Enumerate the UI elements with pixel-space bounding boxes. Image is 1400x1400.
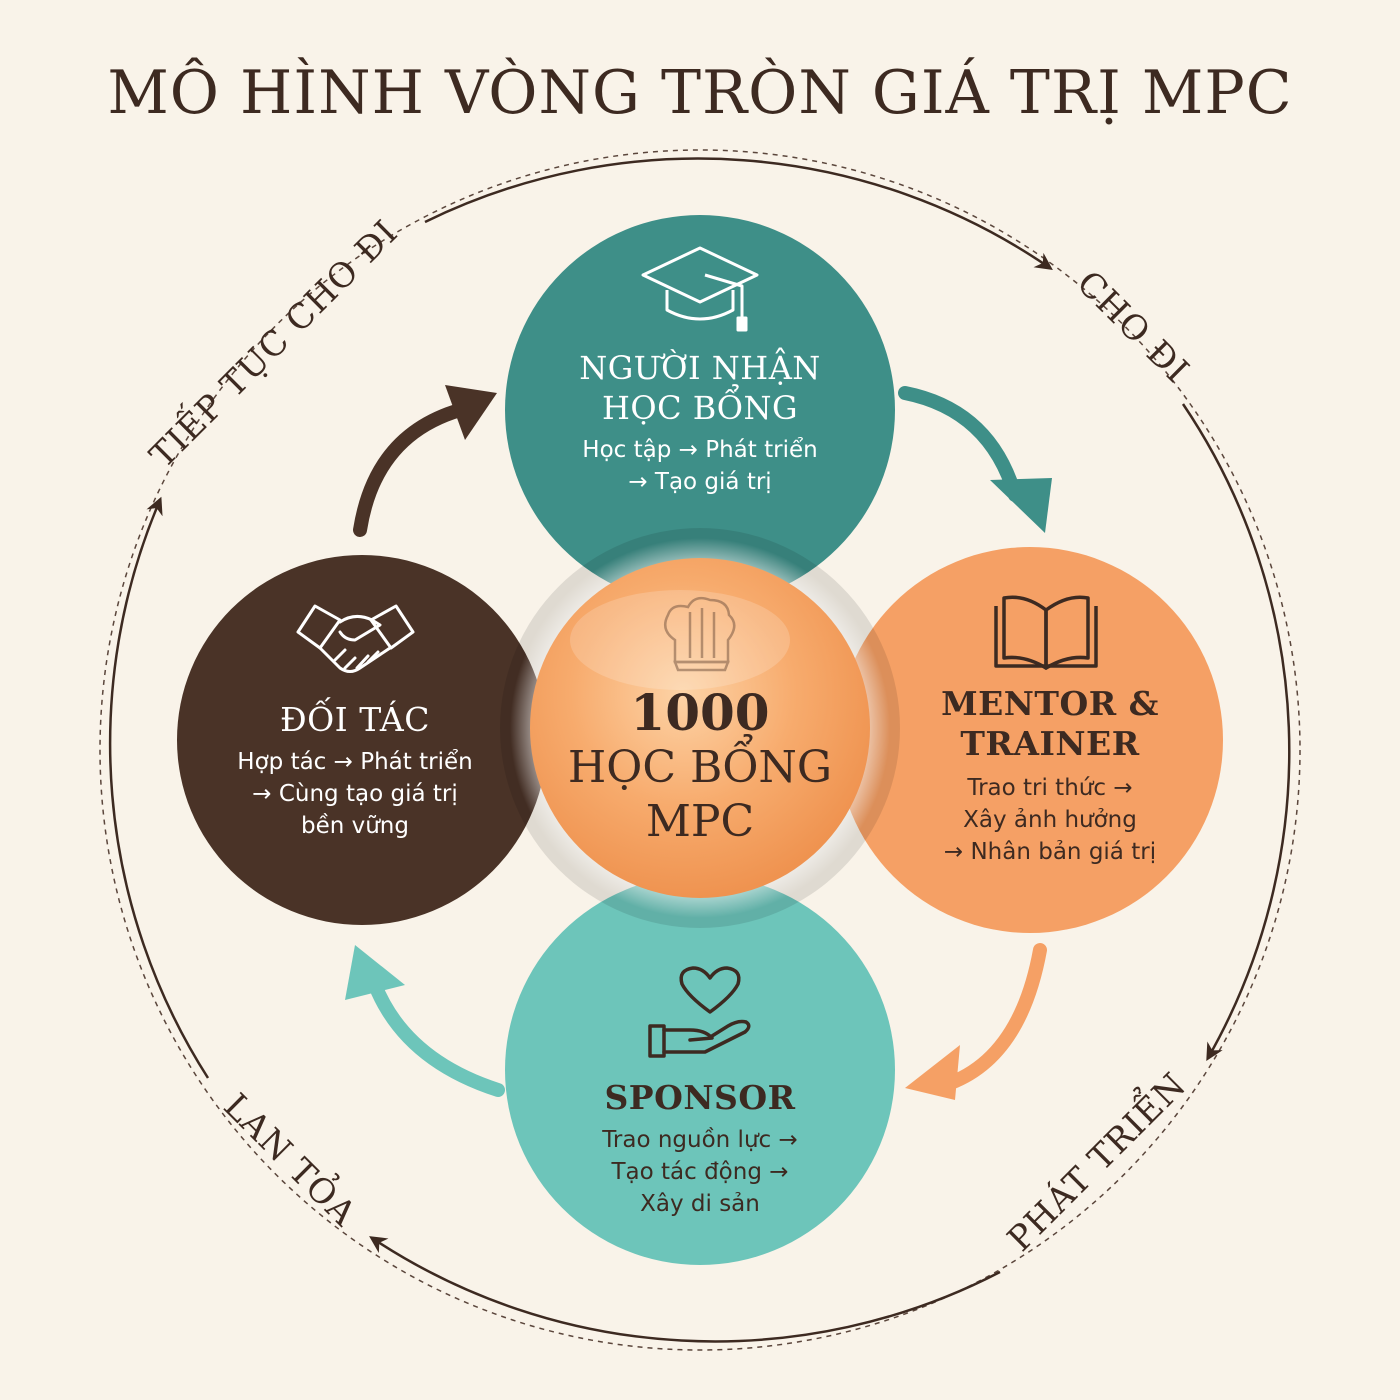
petal-scholarship [505, 215, 895, 605]
node-sponsor-sub-2: Tạo tác động → [611, 1159, 789, 1185]
arrow-head-scholarship-to-mentor [990, 478, 1052, 533]
node-mentor: MENTOR & TRAINER Trao tri thức → Xây ảnh… [905, 684, 1195, 868]
node-scholarship-title-2: HỌC BỔNG [601, 389, 799, 427]
outer-arrow-top-right [424, 157, 1053, 270]
handshake-icon [296, 604, 415, 673]
page-title: MÔ HÌNH VÒNG TRÒN GIÁ TRỊ MPC [107, 58, 1293, 128]
chef-hat-icon [663, 596, 736, 672]
cycle-label-spread: LAN TỎA [216, 1083, 367, 1234]
outer-arrow-left [108, 496, 210, 1079]
heart-in-hand-icon [648, 966, 751, 1058]
arrow-head-partner-to-scholarship [445, 385, 497, 440]
petal-mentor [837, 547, 1223, 933]
outer-arrow-bottom [369, 1236, 1001, 1343]
center-bubble [530, 558, 870, 898]
arrow-partner-to-scholarship [353, 403, 467, 537]
cycle-label-give: CHO ĐI [1069, 263, 1197, 391]
node-sponsor-title: SPONSOR [604, 1078, 796, 1117]
node-sponsor-sub-3: Xây di sản [640, 1191, 760, 1217]
arrow-sponsor-to-partner [368, 978, 505, 1097]
node-scholarship-sub-1: Học tập → Phát triển [582, 437, 818, 463]
node-sponsor-sub-1: Trao nguồn lực → [602, 1127, 798, 1153]
graduation-cap-icon [641, 246, 759, 332]
outer-arrow-right [1181, 403, 1291, 1062]
center-line-2: MPC [645, 796, 755, 847]
node-center: 1000 HỌC BỔNG MPC [550, 685, 850, 849]
center-number: 1000 [630, 683, 770, 742]
node-scholarship: NGƯỜI NHẬN HỌC BỔNG Học tập → Phát triển… [540, 348, 860, 498]
node-mentor-title-1: MENTOR & [941, 684, 1159, 723]
cycle-label-keep-giving: TIẾP TỤC CHO ĐI [140, 210, 407, 477]
arrow-mentor-to-sponsor [938, 943, 1047, 1092]
open-book-icon [994, 595, 1098, 670]
node-partner-sub-2: → Cùng tạo giá trị [252, 781, 458, 807]
arrow-head-mentor-to-sponsor [905, 1045, 960, 1100]
petal-partner [177, 555, 547, 925]
center-gloss [570, 590, 790, 690]
arrow-scholarship-to-mentor [898, 386, 1022, 502]
node-partner-title: ĐỐI TÁC [279, 700, 430, 739]
node-partner-sub-1: Hợp tác → Phát triển [237, 749, 473, 775]
petal-sponsor [505, 875, 895, 1265]
outer-dashed-ring [99, 149, 1301, 1351]
node-mentor-title-2: TRAINER [960, 724, 1140, 763]
node-partner-sub-3: bền vững [300, 813, 409, 839]
center-line-1: HỌC BỔNG [567, 742, 833, 793]
node-mentor-sub-1: Trao tri thức → [967, 775, 1133, 801]
arrow-head-sponsor-to-partner [345, 945, 405, 1000]
node-partner: ĐỐI TÁC Hợp tác → Phát triển → Cùng tạo … [215, 700, 495, 842]
node-mentor-sub-3: → Nhân bản giá trị [943, 839, 1157, 865]
node-scholarship-title-1: NGƯỜI NHẬN [579, 349, 821, 387]
node-mentor-sub-2: Xây ảnh hưởng [963, 807, 1137, 833]
cycle-label-develop: PHÁT TRIỂN [996, 1061, 1195, 1260]
node-sponsor: SPONSOR Trao nguồn lực → Tạo tác động → … [550, 1078, 850, 1220]
node-scholarship-sub-2: → Tạo giá trị [628, 469, 772, 495]
